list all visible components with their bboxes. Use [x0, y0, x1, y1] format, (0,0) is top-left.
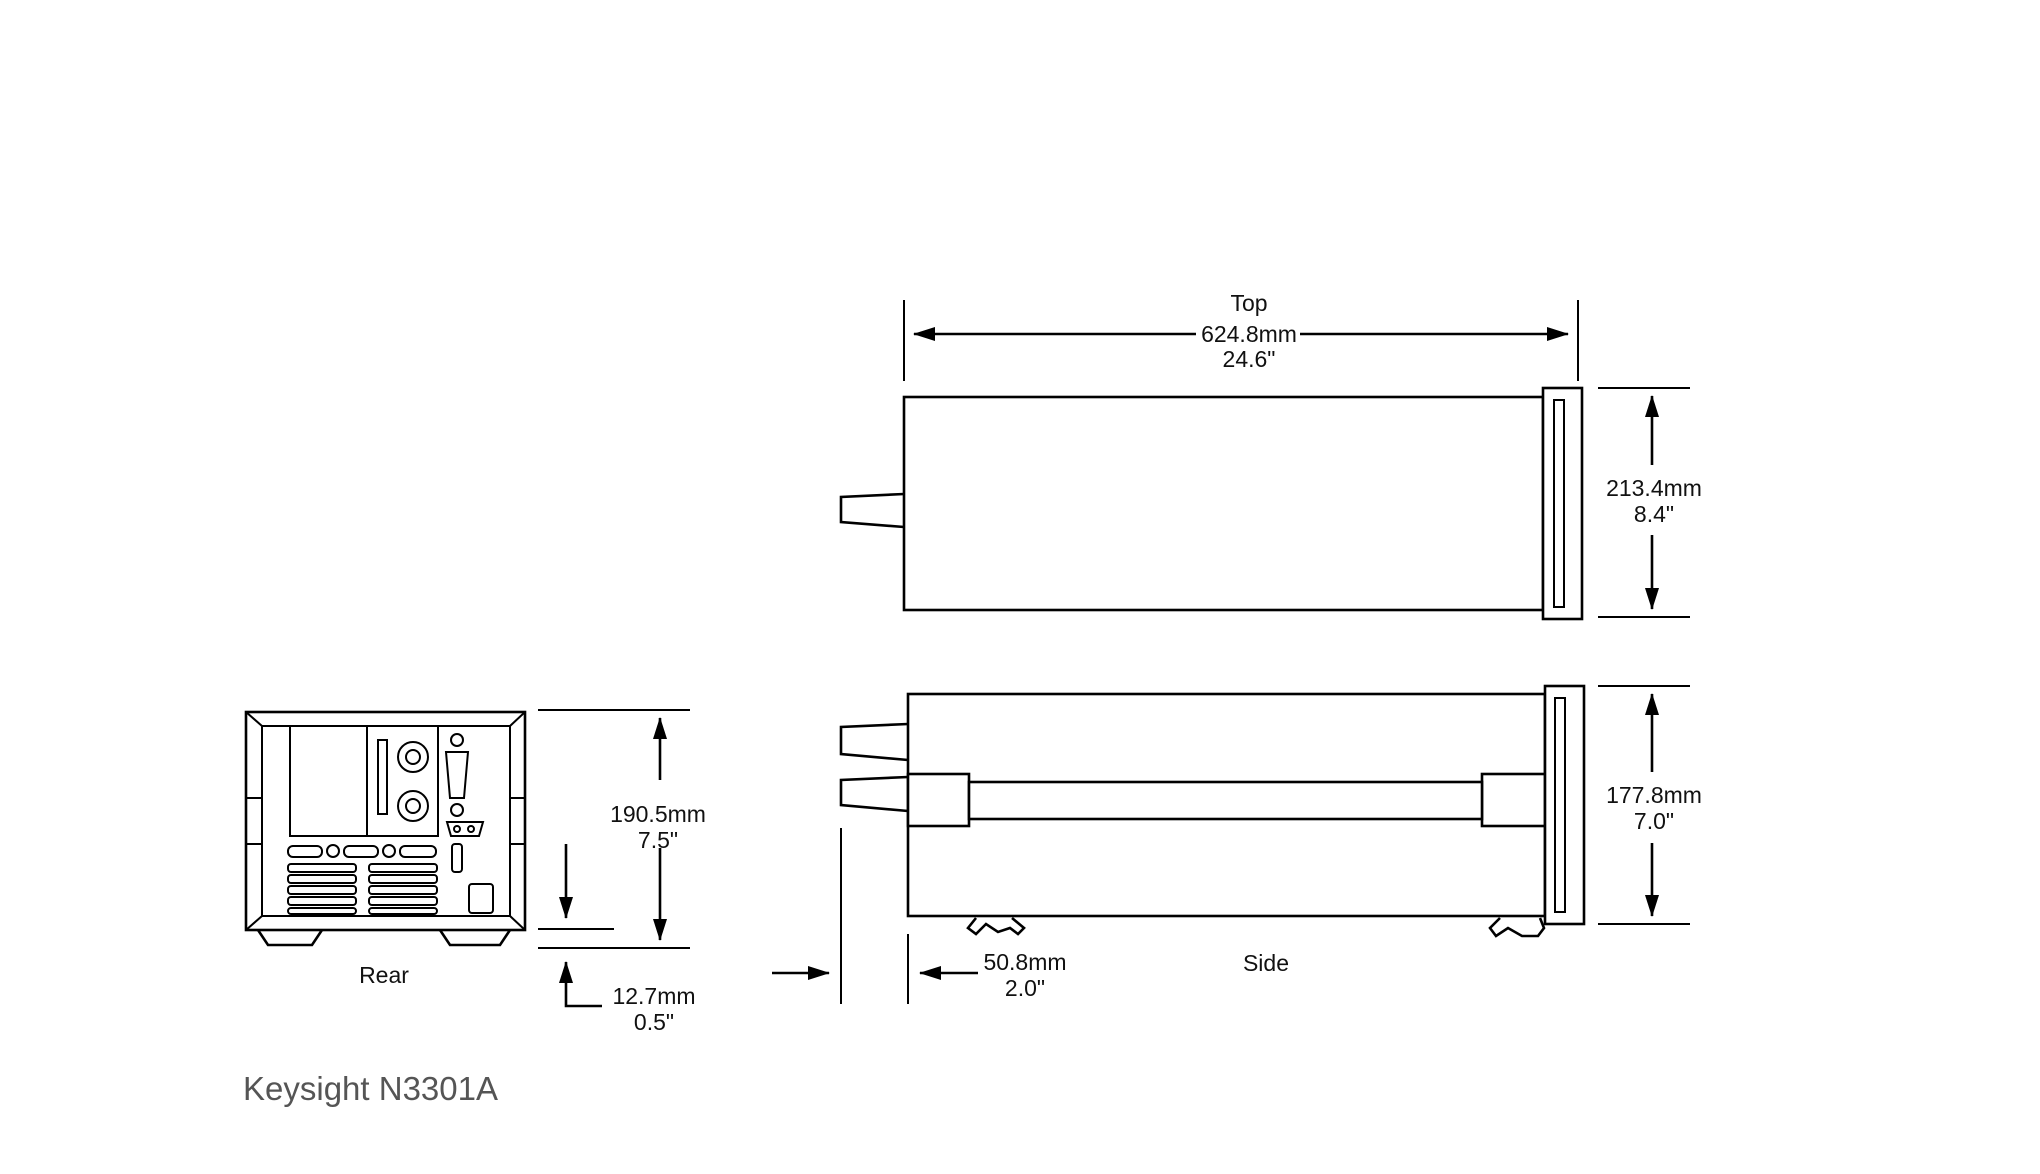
rear-connector-dot-2: [382, 844, 396, 858]
rear-screw-top: [450, 733, 464, 747]
rear-connector-3: [399, 845, 437, 858]
width-inch-label: 8.4": [1634, 501, 1674, 527]
rear-serial-pin-2: [467, 825, 475, 833]
side-height-inch-label: 7.0": [1634, 808, 1674, 834]
side-view: 177.8mm 7.0" 50.8mm 2.0" Side: [772, 684, 1702, 1004]
foot-height-leader: [564, 968, 602, 1008]
foot-height-inch-label: 0.5": [634, 1009, 674, 1035]
top-front-panel: [1541, 386, 1584, 621]
top-view-label: Top: [1230, 290, 1267, 316]
rear-foot-left: [256, 929, 324, 947]
rear-view: Rear 190.5mm 7.5" 12.7mm 0.5": [244, 709, 706, 1035]
rear-binding-post-upper: [397, 741, 429, 773]
rear-frame-corner-bl: [245, 915, 263, 931]
rear-terminal-panel: [366, 725, 439, 837]
side-front-panel-slot: [1554, 697, 1566, 913]
top-rear-connector: [839, 492, 905, 529]
side-handle-bar: [967, 780, 1484, 821]
protrusion-mm-label: 50.8mm: [983, 949, 1066, 975]
rear-height-inch-label: 7.5": [638, 827, 678, 853]
rear-connector-2: [343, 845, 379, 858]
side-view-label: Side: [1243, 950, 1289, 976]
foot-height-mm-label: 12.7mm: [612, 983, 695, 1009]
rear-connector-dot-1: [326, 844, 340, 858]
top-front-panel-slot: [1553, 399, 1565, 608]
rear-gpib-connector: [444, 751, 470, 799]
rear-usb-port: [451, 843, 463, 873]
rear-foot-right: [438, 929, 512, 947]
rear-connector-1: [287, 845, 323, 858]
top-view: Top 624.8mm 24.6" 213.4mm 8.4": [839, 290, 1702, 621]
rear-binding-post-upper-inner: [405, 749, 421, 765]
rear-power-inlet: [468, 883, 494, 914]
side-rear-foot: [966, 917, 1026, 936]
side-rear-connector-lower: [839, 775, 909, 813]
side-front-foot: [1488, 917, 1546, 938]
rear-frame-corner-tr: [509, 711, 526, 727]
rear-frame-corner-tl: [245, 711, 263, 727]
rear-binding-post-lower-inner: [405, 798, 421, 814]
rear-serial-pin-1: [453, 825, 461, 833]
rear-frame-corner-br: [509, 915, 526, 931]
length-inch-label: 24.6": [1223, 346, 1276, 372]
protrusion-inch-label: 2.0": [1005, 975, 1045, 1001]
side-rear-connector-upper: [839, 722, 909, 762]
rear-binding-post-lower: [397, 790, 429, 822]
rear-screw-middle: [450, 803, 464, 817]
rear-view-label: Rear: [359, 962, 409, 988]
rear-slot: [377, 739, 388, 815]
rear-vent-right: [368, 863, 438, 915]
side-height-mm-label: 177.8mm: [1606, 782, 1702, 808]
side-handle-mount-rear: [906, 772, 971, 828]
rear-height-mm-label: 190.5mm: [610, 801, 706, 827]
width-mm-label: 213.4mm: [1606, 475, 1702, 501]
side-handle-mount-front: [1480, 772, 1547, 828]
rear-serial-connector: [445, 821, 485, 837]
top-body-outline: [902, 395, 1545, 612]
length-mm-label: 624.8mm: [1201, 321, 1297, 347]
product-caption: Keysight N3301A: [243, 1070, 498, 1107]
rear-vent-left: [287, 863, 357, 915]
